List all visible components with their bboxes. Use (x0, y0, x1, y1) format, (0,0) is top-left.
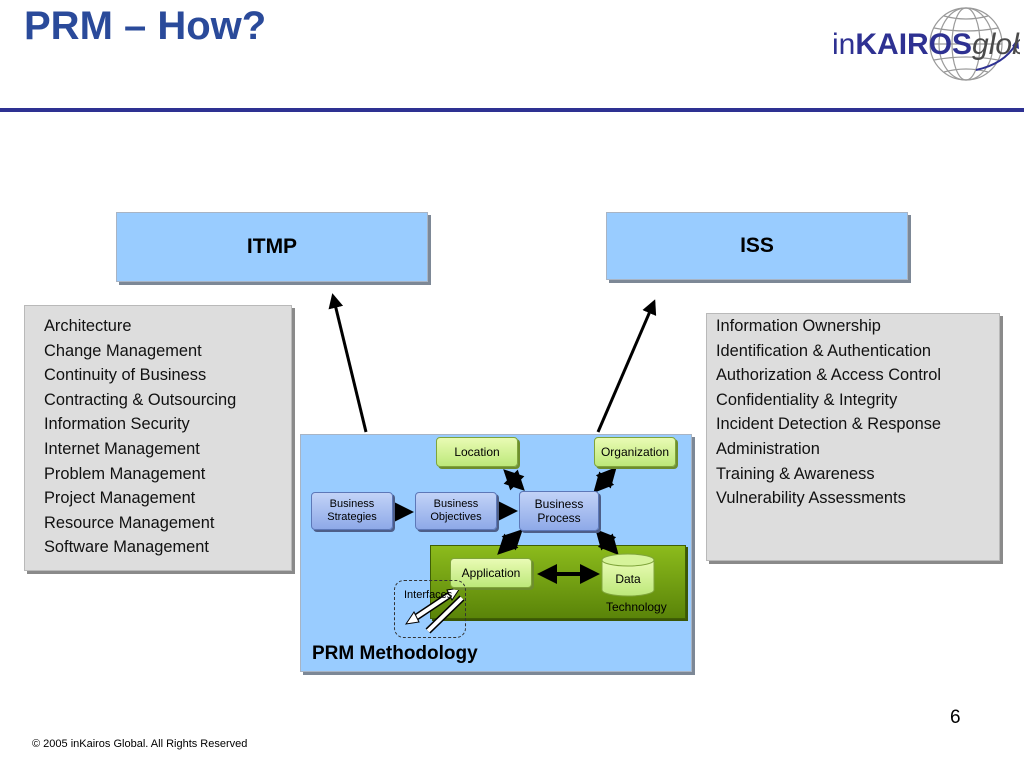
page-number: 6 (950, 707, 961, 728)
business-process-node: Business Process (519, 491, 599, 531)
prm-methodology-label: PRM Methodology (312, 643, 478, 664)
iss-item: Vulnerability Assessments (716, 489, 906, 508)
business-strategies-node: Business Strategies (311, 492, 393, 530)
logo-prefix: in (832, 28, 855, 61)
data-label: Data (615, 572, 641, 586)
itmp-box: ITMP (116, 212, 428, 282)
iss-item: Administration (716, 439, 820, 458)
interfaces-double-arrow (404, 587, 465, 634)
iss-item: Incident Detection & Response (716, 415, 942, 434)
arrow-process-application (497, 529, 523, 555)
arrow-to-iss (596, 299, 657, 433)
arrow-organization-process (593, 467, 617, 493)
arrow-to-itmp (328, 293, 368, 433)
iss-item: Training & Awareness (716, 464, 875, 483)
iss-box: ISS (606, 212, 908, 280)
footer-copyright: © 2005 inKairos Global. All Rights Reser… (32, 738, 248, 750)
business-objectives-label: Business Objectives (430, 498, 482, 523)
itmp-list-box: Architecture Change Management Continuit… (24, 305, 292, 571)
itmp-item: Problem Management (44, 464, 206, 483)
itmp-label: ITMP (246, 235, 298, 258)
svg-text:inKAIROSglobal: inKAIROSglobal (832, 28, 1020, 61)
itmp-item: Contracting & Outsourcing (44, 390, 237, 409)
arrow-process-data (595, 529, 619, 555)
company-logo: inKAIROSglobal (832, 7, 1020, 81)
iss-item: Confidentiality & Integrity (716, 390, 898, 409)
iss-item: Authorization & Access Control (716, 366, 942, 385)
iss-list-box: Information Ownership Identification & A… (706, 313, 1000, 561)
arrow-location-process (503, 469, 525, 491)
data-cylinder-icon (601, 553, 655, 597)
title-divider (0, 108, 1024, 112)
interfaces-label: Interfaces (404, 589, 453, 601)
location-label: Location (454, 445, 500, 459)
location-node: Location (436, 437, 518, 467)
itmp-item: Resource Management (44, 513, 215, 532)
logo-main: KAIROS (855, 28, 972, 61)
logo-suffix: global (972, 28, 1020, 61)
itmp-item: Information Security (44, 415, 190, 434)
itmp-item: Continuity of Business (44, 366, 207, 385)
iss-label: ISS (740, 234, 774, 257)
itmp-item: Change Management (44, 341, 202, 360)
organization-node: Organization (594, 437, 676, 467)
iss-item: Identification & Authentication (716, 341, 932, 360)
organization-label: Organization (600, 445, 670, 459)
business-process-label: Business Process (534, 497, 584, 525)
itmp-item: Project Management (44, 489, 196, 508)
interfaces-boundary (394, 580, 466, 638)
itmp-item: Internet Management (44, 439, 200, 458)
slide-title: PRM – How? (24, 4, 267, 48)
business-objectives-node: Business Objectives (415, 492, 497, 530)
itmp-item: Software Management (44, 538, 209, 557)
iss-item: Information Ownership (716, 317, 881, 335)
technology-label: Technology (606, 600, 667, 614)
itmp-item: Architecture (44, 317, 132, 335)
application-label: Application (461, 566, 521, 580)
business-strategies-label: Business Strategies (327, 498, 377, 523)
